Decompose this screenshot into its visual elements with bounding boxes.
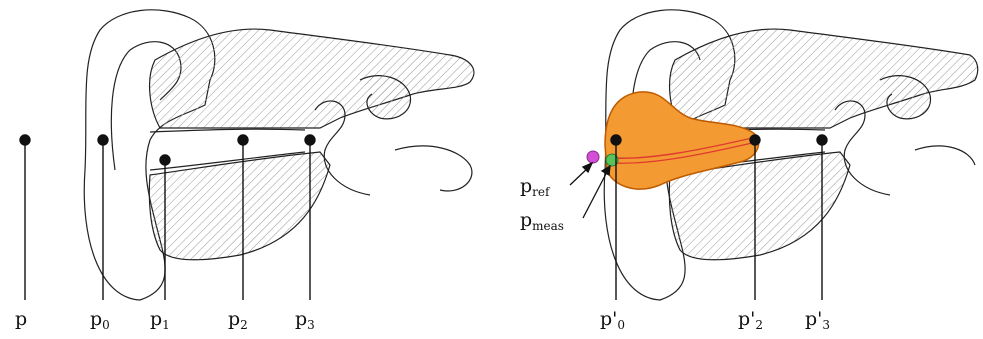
left-ear-anatomy [84, 10, 474, 300]
label-p1: p1 [150, 308, 170, 332]
right-nerve-curve [915, 146, 975, 165]
point-p0 [98, 135, 108, 145]
label-p: p [15, 308, 27, 330]
point-p2-prime [750, 135, 760, 145]
label-p3-prime: p'3 [805, 308, 830, 332]
point-p1 [160, 155, 170, 165]
label-p2-prime: p'2 [738, 308, 763, 332]
left-canal-upper-wall [150, 129, 305, 132]
point-p [20, 135, 30, 145]
left-upper-bone [150, 29, 474, 128]
label-p-ref: pref [520, 175, 551, 199]
left-lower-bone [149, 152, 330, 260]
point-p2 [238, 135, 248, 145]
point-p3-prime [817, 135, 827, 145]
right-upper-bone [670, 29, 978, 128]
label-p3: p3 [295, 308, 315, 332]
left-labels: p p0 p1 p2 p3 [15, 308, 315, 332]
point-p0-prime [611, 135, 621, 145]
label-p0: p0 [90, 308, 110, 332]
mic-ref [587, 151, 599, 163]
label-p-meas: pmeas [520, 209, 564, 233]
left-nerve-curve [395, 146, 472, 191]
point-p3 [305, 135, 315, 145]
label-p2: p2 [228, 308, 248, 332]
label-p0-prime: p'0 [600, 308, 625, 332]
